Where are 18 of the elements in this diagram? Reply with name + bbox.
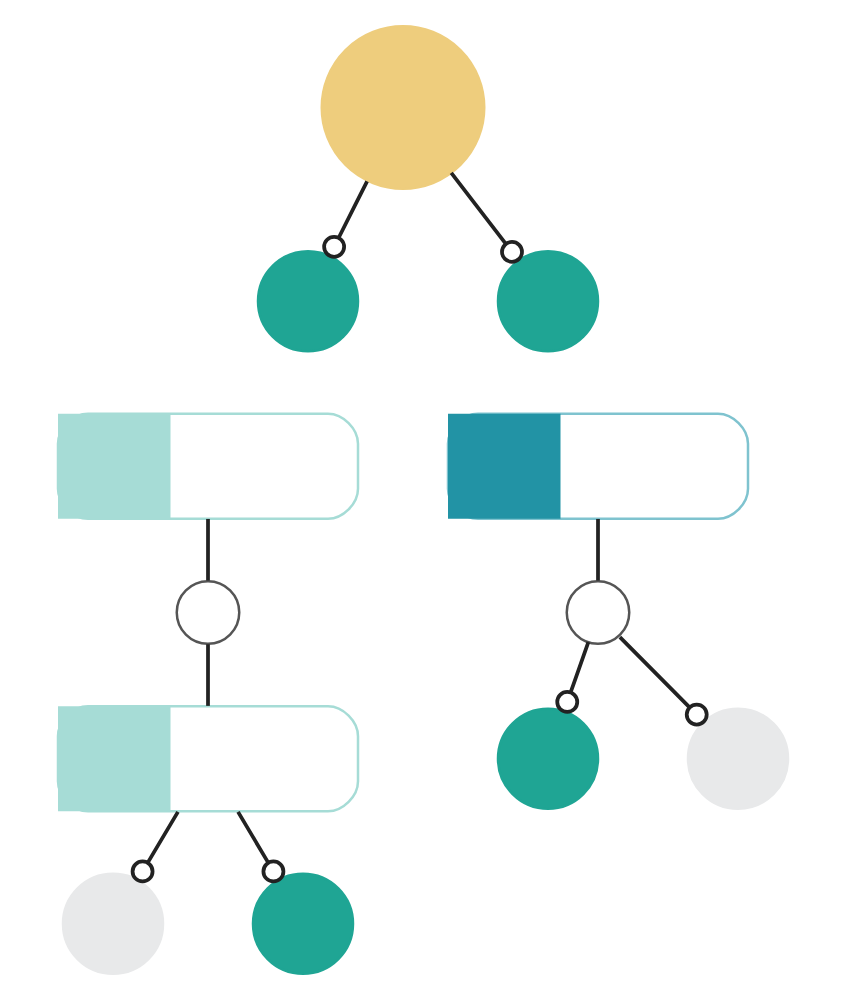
connector	[321, 180, 368, 259]
node-circle	[250, 872, 354, 975]
connector	[205, 644, 209, 706]
connector	[129, 810, 179, 884]
node-circle	[564, 580, 630, 645]
connector	[595, 518, 599, 581]
connector	[448, 171, 523, 264]
node-person	[319, 25, 485, 190]
node-circle	[685, 707, 789, 810]
connector	[554, 641, 590, 714]
connector	[235, 810, 285, 884]
node-circle	[255, 250, 359, 353]
node-circle	[495, 707, 599, 810]
connector	[617, 635, 708, 727]
node-circle	[495, 250, 599, 353]
node-circle	[60, 872, 164, 975]
node-circle	[174, 580, 240, 645]
connector	[205, 518, 209, 581]
